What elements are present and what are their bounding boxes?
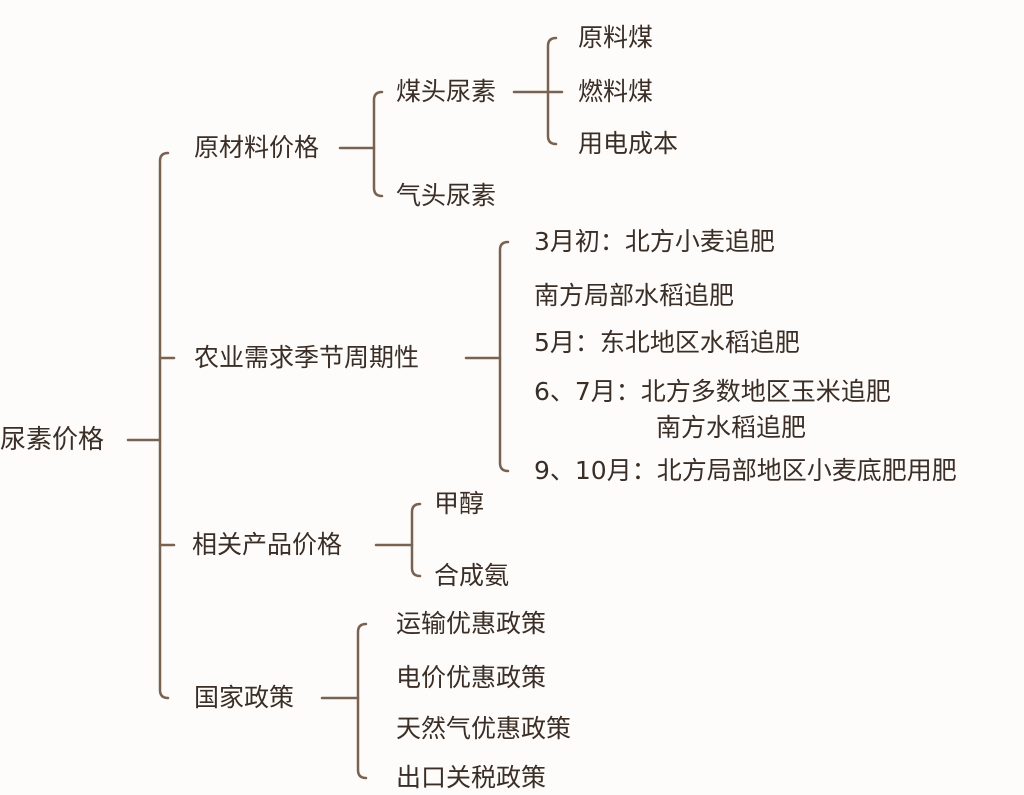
bracket-related-products — [374, 502, 422, 578]
node-gas-policy: 天然气优惠政策 — [396, 714, 572, 743]
node-may-rice: 5月：东北地区水稻追肥 — [534, 328, 800, 357]
node-methanol: 甲醇 — [434, 489, 485, 518]
node-ammonia: 合成氨 — [434, 561, 510, 590]
bracket-coal-urea — [512, 36, 564, 146]
connector-line — [158, 151, 170, 700]
branch-raw-material-price: 原材料价格 — [194, 133, 320, 162]
node-june-july-corn: 6、7月：北方多数地区玉米追肥 — [534, 377, 891, 406]
node-fuel-coal: 燃料煤 — [578, 77, 654, 106]
node-south-rice: 南方局部水稻追肥 — [534, 281, 735, 310]
bracket-seasonal-demand — [464, 240, 510, 473]
node-feed-coal: 原料煤 — [578, 23, 654, 52]
branch-related-products: 相关产品价格 — [192, 530, 343, 559]
bracket-root — [126, 151, 176, 700]
node-march-wheat: 3月初：北方小麦追肥 — [534, 227, 775, 256]
connector-line — [356, 622, 368, 780]
node-sept-oct-wheat: 9、10月：北方局部地区小麦底肥用肥 — [534, 456, 957, 485]
branch-national-policy: 国家政策 — [194, 683, 295, 712]
node-power-price-policy: 电价优惠政策 — [396, 663, 547, 692]
node-transport-policy: 运输优惠政策 — [396, 609, 547, 638]
bracket-national-policy — [320, 622, 368, 780]
connector-line — [410, 502, 422, 578]
branch-seasonal-demand: 农业需求季节周期性 — [194, 343, 420, 372]
connector-line — [498, 240, 510, 473]
root-node: 尿素价格 — [0, 425, 105, 455]
bracket-raw-material — [338, 90, 384, 198]
node-export-tariff-policy: 出口关税政策 — [396, 763, 547, 792]
node-coal-urea: 煤头尿素 — [396, 77, 497, 106]
node-power-cost: 用电成本 — [578, 129, 679, 158]
connector-line — [372, 90, 384, 198]
node-gas-urea: 气头尿素 — [396, 181, 497, 210]
node-south-rice-2: 南方水稻追肥 — [656, 413, 807, 442]
